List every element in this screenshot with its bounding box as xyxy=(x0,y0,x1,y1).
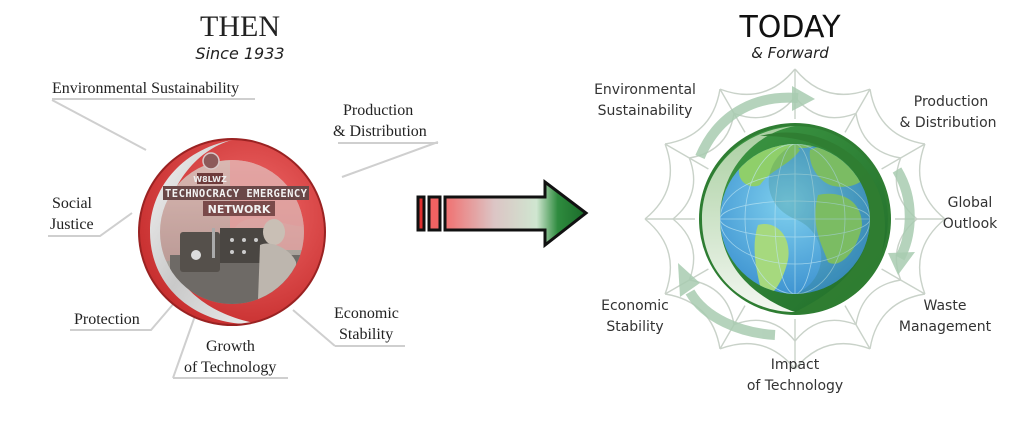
then-connector-economic xyxy=(292,309,336,347)
today-subtitle: & Forward xyxy=(751,44,829,62)
then-label-growth-line2: of Technology xyxy=(184,359,277,376)
today-label-impact-line2: of Technology xyxy=(746,378,844,394)
then-label-protection: Protection xyxy=(74,311,140,328)
web-strand xyxy=(855,113,901,159)
cycle-arrowhead-right xyxy=(888,252,915,275)
then-label-economic-line2: Stability xyxy=(339,326,394,343)
then-label-environmental-sustainability: Environmental Sustainability xyxy=(52,80,240,97)
web-spoke xyxy=(664,143,709,170)
web-strand xyxy=(794,319,857,342)
web-strand xyxy=(672,157,695,220)
then-title: THEN xyxy=(200,10,280,43)
then-connector-production xyxy=(341,141,439,178)
today-label-global-line2: Outlook xyxy=(942,216,998,232)
today-label-production-line2: & Distribution xyxy=(899,115,997,131)
web-strand xyxy=(644,143,672,220)
today-label-impact-line1: Impact xyxy=(770,357,820,373)
web-strand xyxy=(733,319,796,342)
arrow-bar-1 xyxy=(416,195,426,232)
globe-pale-swoosh xyxy=(702,126,795,312)
arrow-bar-2 xyxy=(427,195,442,232)
sign-line1: TECHNOCRACY EMERGENCY xyxy=(165,188,308,200)
today-title: TODAY xyxy=(739,10,841,45)
today-label-production-line1: Production xyxy=(913,94,989,110)
web-strand xyxy=(644,218,672,295)
web-spoke xyxy=(844,88,871,133)
today-web xyxy=(644,68,946,370)
globe xyxy=(699,123,891,315)
then-label-social-line2: Justice xyxy=(50,216,94,233)
today-label-global-line1: Global xyxy=(947,195,993,211)
web-strand xyxy=(869,88,926,145)
web-strand xyxy=(794,68,871,96)
then-label-growth-line1: Growth xyxy=(206,338,255,355)
then-connector-protection xyxy=(70,301,176,331)
sign-line2: NETWORK xyxy=(208,203,271,216)
web-spoke xyxy=(881,143,926,170)
cycle-arrowhead-left xyxy=(678,263,700,297)
today-label-economic-line2: Stability xyxy=(606,319,664,335)
today-label-waste-line1: Waste xyxy=(923,298,967,314)
then-label-production-line2: & Distribution xyxy=(333,123,427,140)
then-label-production-line1: Production xyxy=(343,102,414,119)
then-subtitle: Since 1933 xyxy=(195,44,285,63)
then-label-economic-line1: Economic xyxy=(334,305,399,322)
then-connector-environmental xyxy=(51,99,147,151)
today-label-environmental-line2: Sustainability xyxy=(597,103,693,119)
web-strand xyxy=(869,293,926,350)
sign-callsign: W8LWZ xyxy=(193,175,227,184)
web-strand xyxy=(664,88,721,145)
web-strand xyxy=(794,342,871,370)
then-connector-growth xyxy=(172,312,197,379)
then-label-social-line1: Social xyxy=(52,195,92,212)
today-label-waste-line2: Management xyxy=(898,319,992,335)
web-strand xyxy=(672,218,695,281)
continent-africa xyxy=(815,193,862,264)
today-cycle-arrows xyxy=(685,92,915,340)
transition-arrow xyxy=(416,178,589,249)
cycle-arrow-bottom-left xyxy=(685,289,776,340)
cycle-arrow-top xyxy=(695,92,799,160)
technocracy-monad-icon xyxy=(202,152,220,170)
arrow-body xyxy=(443,178,589,249)
web-strand xyxy=(918,143,946,220)
cycle-arrow-right xyxy=(892,167,915,261)
then-photo-sign: W8LWZ TECHNOCRACY EMERGENCY NETWORK xyxy=(163,152,309,216)
web-strand xyxy=(719,68,796,96)
then-connector-social xyxy=(48,212,133,237)
today-label-environmental-line1: Environmental xyxy=(594,82,696,98)
web-spoke xyxy=(881,268,926,295)
continent-south-america xyxy=(754,224,789,294)
cycle-arrowhead-top xyxy=(792,86,815,111)
today-label-economic-line1: Economic xyxy=(601,298,669,314)
web-strand xyxy=(719,342,796,370)
web-spoke xyxy=(844,305,871,350)
web-strand xyxy=(918,218,946,295)
web-strand xyxy=(855,279,901,325)
